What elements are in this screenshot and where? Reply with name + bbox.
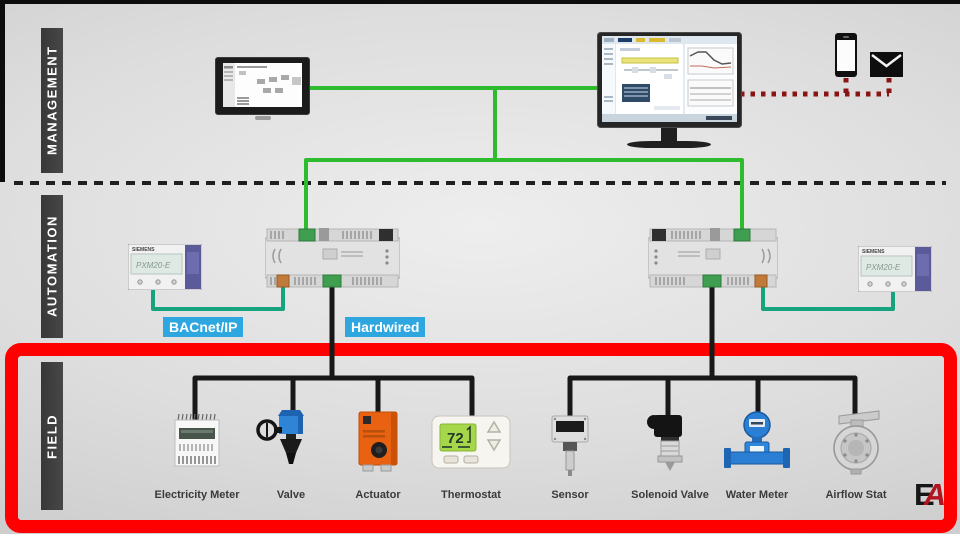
pxm-operator-unit-right: SIEMENS PXM20-E	[857, 245, 933, 297]
field-device-water-meter: Water Meter	[707, 406, 807, 501]
automation-controller-right	[647, 227, 779, 294]
ea-logo: EA	[914, 478, 950, 514]
field-device-actuator: Actuator	[328, 406, 428, 501]
field-device-label: Thermostat	[441, 489, 501, 501]
field-device-sensor: Sensor	[520, 406, 620, 501]
bus-label-hardwired: Hardwired	[345, 317, 426, 337]
field-device-label: Valve	[276, 489, 306, 501]
field-device-label: Water Meter	[725, 489, 789, 501]
layer-bar-automation: AUTOMATION	[41, 195, 63, 338]
left-black-strip	[0, 0, 5, 182]
layer-bar-management: MANAGEMENT	[41, 28, 63, 173]
email-envelope-icon	[870, 52, 903, 77]
field-device-label: Electricity Meter	[154, 489, 240, 501]
thermostat-icon: 72	[431, 415, 511, 469]
pxm-model-text: PXM20-E	[866, 263, 901, 272]
monitor-screen	[602, 36, 737, 122]
ea-logo-letter-a: A	[923, 477, 947, 512]
monitor-base	[627, 141, 711, 148]
electricity-meter-icon	[174, 413, 220, 467]
sensor-icon	[551, 415, 589, 476]
ea-logo-letter-e: E	[914, 477, 935, 512]
phone-screen	[837, 40, 855, 71]
management-workstation-monitor	[597, 32, 742, 148]
touch-panel-ui	[223, 63, 301, 107]
pxm-brand-text: SIEMENS	[862, 249, 885, 255]
field-device-electricity-meter: Electricity Meter	[147, 406, 247, 501]
field-device-thermostat: 72 Thermostat	[421, 406, 521, 501]
pxm-operator-unit-left: SIEMENS PXM20-E	[127, 243, 203, 295]
solenoid-valve-icon	[647, 415, 683, 471]
bottom-white-strip	[0, 534, 960, 540]
field-device-label: Sensor	[551, 489, 589, 501]
water-meter-icon	[724, 411, 790, 468]
layer-label-management: MANAGEMENT	[44, 45, 60, 156]
airflow-stat-icon	[833, 410, 880, 475]
bacnet-links	[151, 286, 895, 311]
pxm-model-text: PXM20-E	[136, 261, 171, 270]
bms-software-ui	[602, 36, 737, 122]
actuator-icon	[358, 411, 398, 472]
top-black-strip	[0, 0, 960, 4]
automation-controller-left	[264, 227, 401, 294]
layer-label-automation: AUTOMATION	[44, 215, 60, 318]
monitor-neck	[661, 128, 677, 143]
field-device-label: Actuator	[355, 489, 401, 501]
touch-panel	[215, 57, 310, 115]
phone-speaker	[843, 36, 849, 38]
field-device-label: Solenoid Valve	[631, 489, 709, 501]
thermostat-reading: 72	[447, 430, 464, 447]
field-highlight-border	[5, 343, 957, 533]
touch-panel-screen	[223, 63, 302, 107]
smartphone-icon	[835, 33, 857, 77]
remote-notification-links	[740, 78, 892, 97]
field-device-valve: Valve	[241, 406, 341, 501]
valve-icon	[256, 410, 304, 464]
bus-label-bacnet-ip: BACnet/IP	[163, 317, 244, 337]
field-device-solenoid-valve: Solenoid Valve	[620, 406, 720, 501]
pxm-brand-text: SIEMENS	[132, 247, 155, 253]
field-device-label: Airflow Stat	[825, 489, 887, 501]
field-device-airflow-stat: Airflow Stat	[806, 406, 906, 501]
touch-panel-stand	[255, 116, 271, 120]
